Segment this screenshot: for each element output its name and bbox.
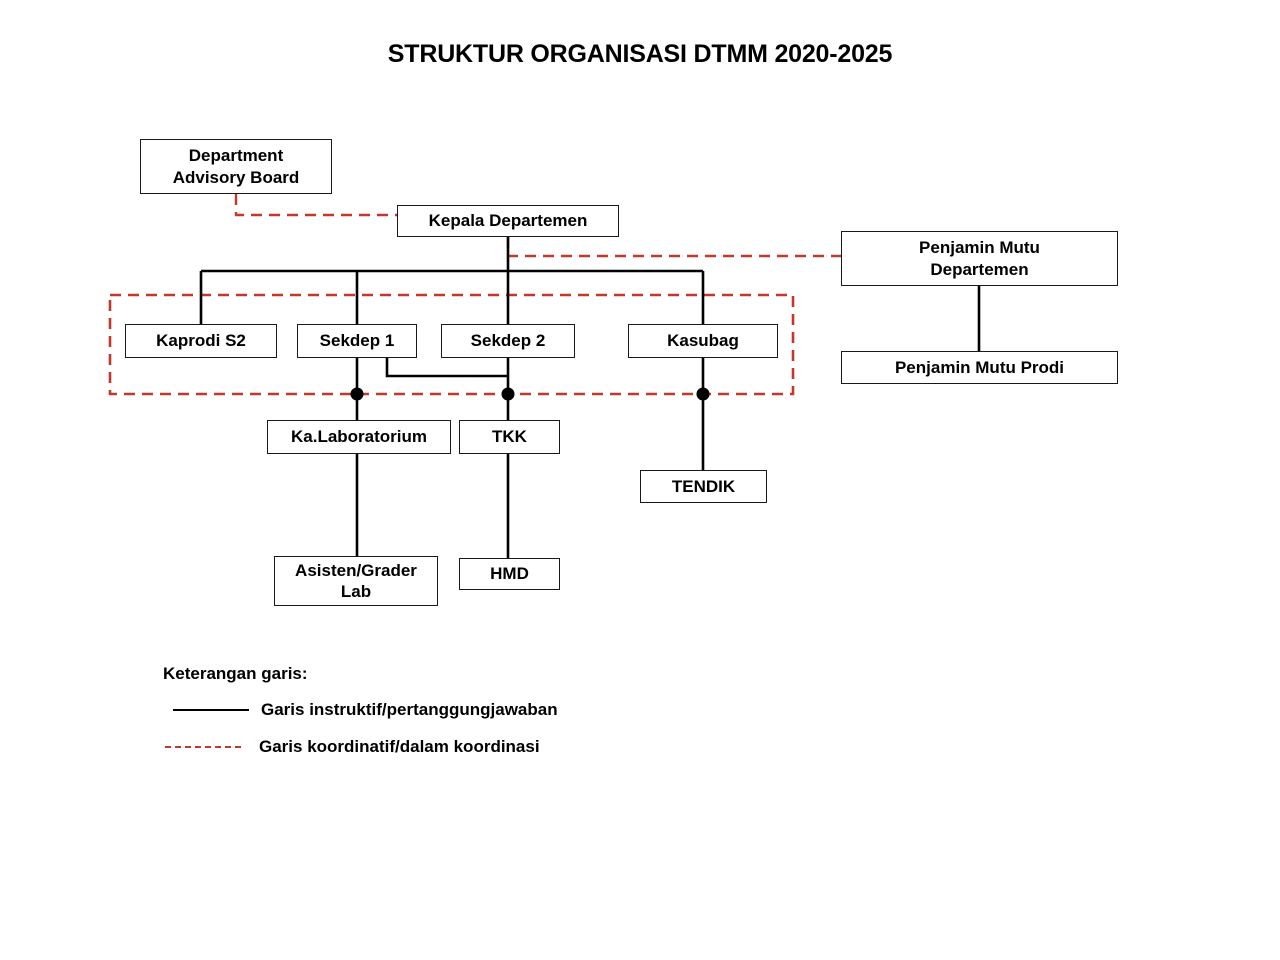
legend-heading: Keterangan garis:: [163, 664, 308, 683]
legend-item-label: Garis koordinatif/dalam koordinasi: [259, 737, 540, 756]
node-sekdep-2[interactable]: Sekdep 2: [441, 324, 575, 358]
instructive-edges: [199, 237, 981, 558]
node-penjamin-mutu-departemen[interactable]: Penjamin Mutu Departemen: [841, 231, 1118, 286]
node-tkk[interactable]: TKK: [459, 420, 560, 454]
junction-dot-kasubag: [696, 387, 710, 401]
edge-sekdep1-to-sekdep2: [385, 358, 508, 378]
solid-line-swatch-icon: [173, 709, 249, 711]
node-label-line2: Advisory Board: [172, 167, 300, 187]
node-label-line2: Departemen: [930, 259, 1029, 279]
node-label-line1: Asisten/Grader: [295, 560, 417, 580]
node-label-line1: Penjamin Mutu: [919, 238, 1040, 258]
node-label: Kepala Departemen: [428, 211, 588, 231]
junction-dot-sekdep2: [501, 387, 515, 401]
edge-kepala-to-penjamin-mutu-dept: [506, 237, 841, 258]
node-label-line2: Lab: [340, 582, 372, 601]
node-asisten-grader-lab[interactable]: Asisten/Grader Lab: [274, 556, 438, 606]
node-label: TENDIK: [671, 476, 736, 496]
coordination-region-boundary: [108, 293, 795, 396]
dashed-line-swatch-icon: [165, 746, 241, 748]
node-label-line1: Department: [188, 146, 284, 166]
node-ka-laboratorium[interactable]: Ka.Laboratorium: [267, 420, 451, 454]
junction-dot-sekdep1: [350, 387, 364, 401]
node-hmd[interactable]: HMD: [459, 558, 560, 590]
legend-item-instructive: Garis instruktif/pertanggungjawaban: [173, 700, 558, 720]
node-label: Sekdep 2: [470, 331, 546, 351]
page-title: STRUKTUR ORGANISASI DTMM 2020-2025: [387, 40, 893, 68]
node-label: Kaprodi S2: [156, 331, 246, 351]
node-department-advisory-board[interactable]: Department Advisory Board: [140, 139, 332, 194]
legend-item-label: Garis instruktif/pertanggungjawaban: [261, 700, 558, 719]
edge-dab-to-kepala: [234, 194, 397, 217]
node-label: Kasubag: [667, 331, 739, 351]
node-label: Sekdep 1: [319, 331, 395, 351]
junction-dots: [350, 387, 710, 401]
node-kaprodi-s2[interactable]: Kaprodi S2: [125, 324, 277, 358]
node-tendik[interactable]: TENDIK: [640, 470, 767, 503]
node-label: HMD: [490, 564, 529, 584]
node-label: TKK: [492, 427, 527, 447]
legend-item-coordinative: Garis koordinatif/dalam koordinasi: [165, 737, 540, 757]
node-kepala-departemen[interactable]: Kepala Departemen: [397, 205, 619, 237]
node-kasubag[interactable]: Kasubag: [628, 324, 778, 358]
node-label: Ka.Laboratorium: [290, 427, 428, 447]
node-penjamin-mutu-prodi[interactable]: Penjamin Mutu Prodi: [841, 351, 1118, 384]
node-sekdep-1[interactable]: Sekdep 1: [297, 324, 417, 358]
node-label: Penjamin Mutu Prodi: [894, 357, 1065, 377]
